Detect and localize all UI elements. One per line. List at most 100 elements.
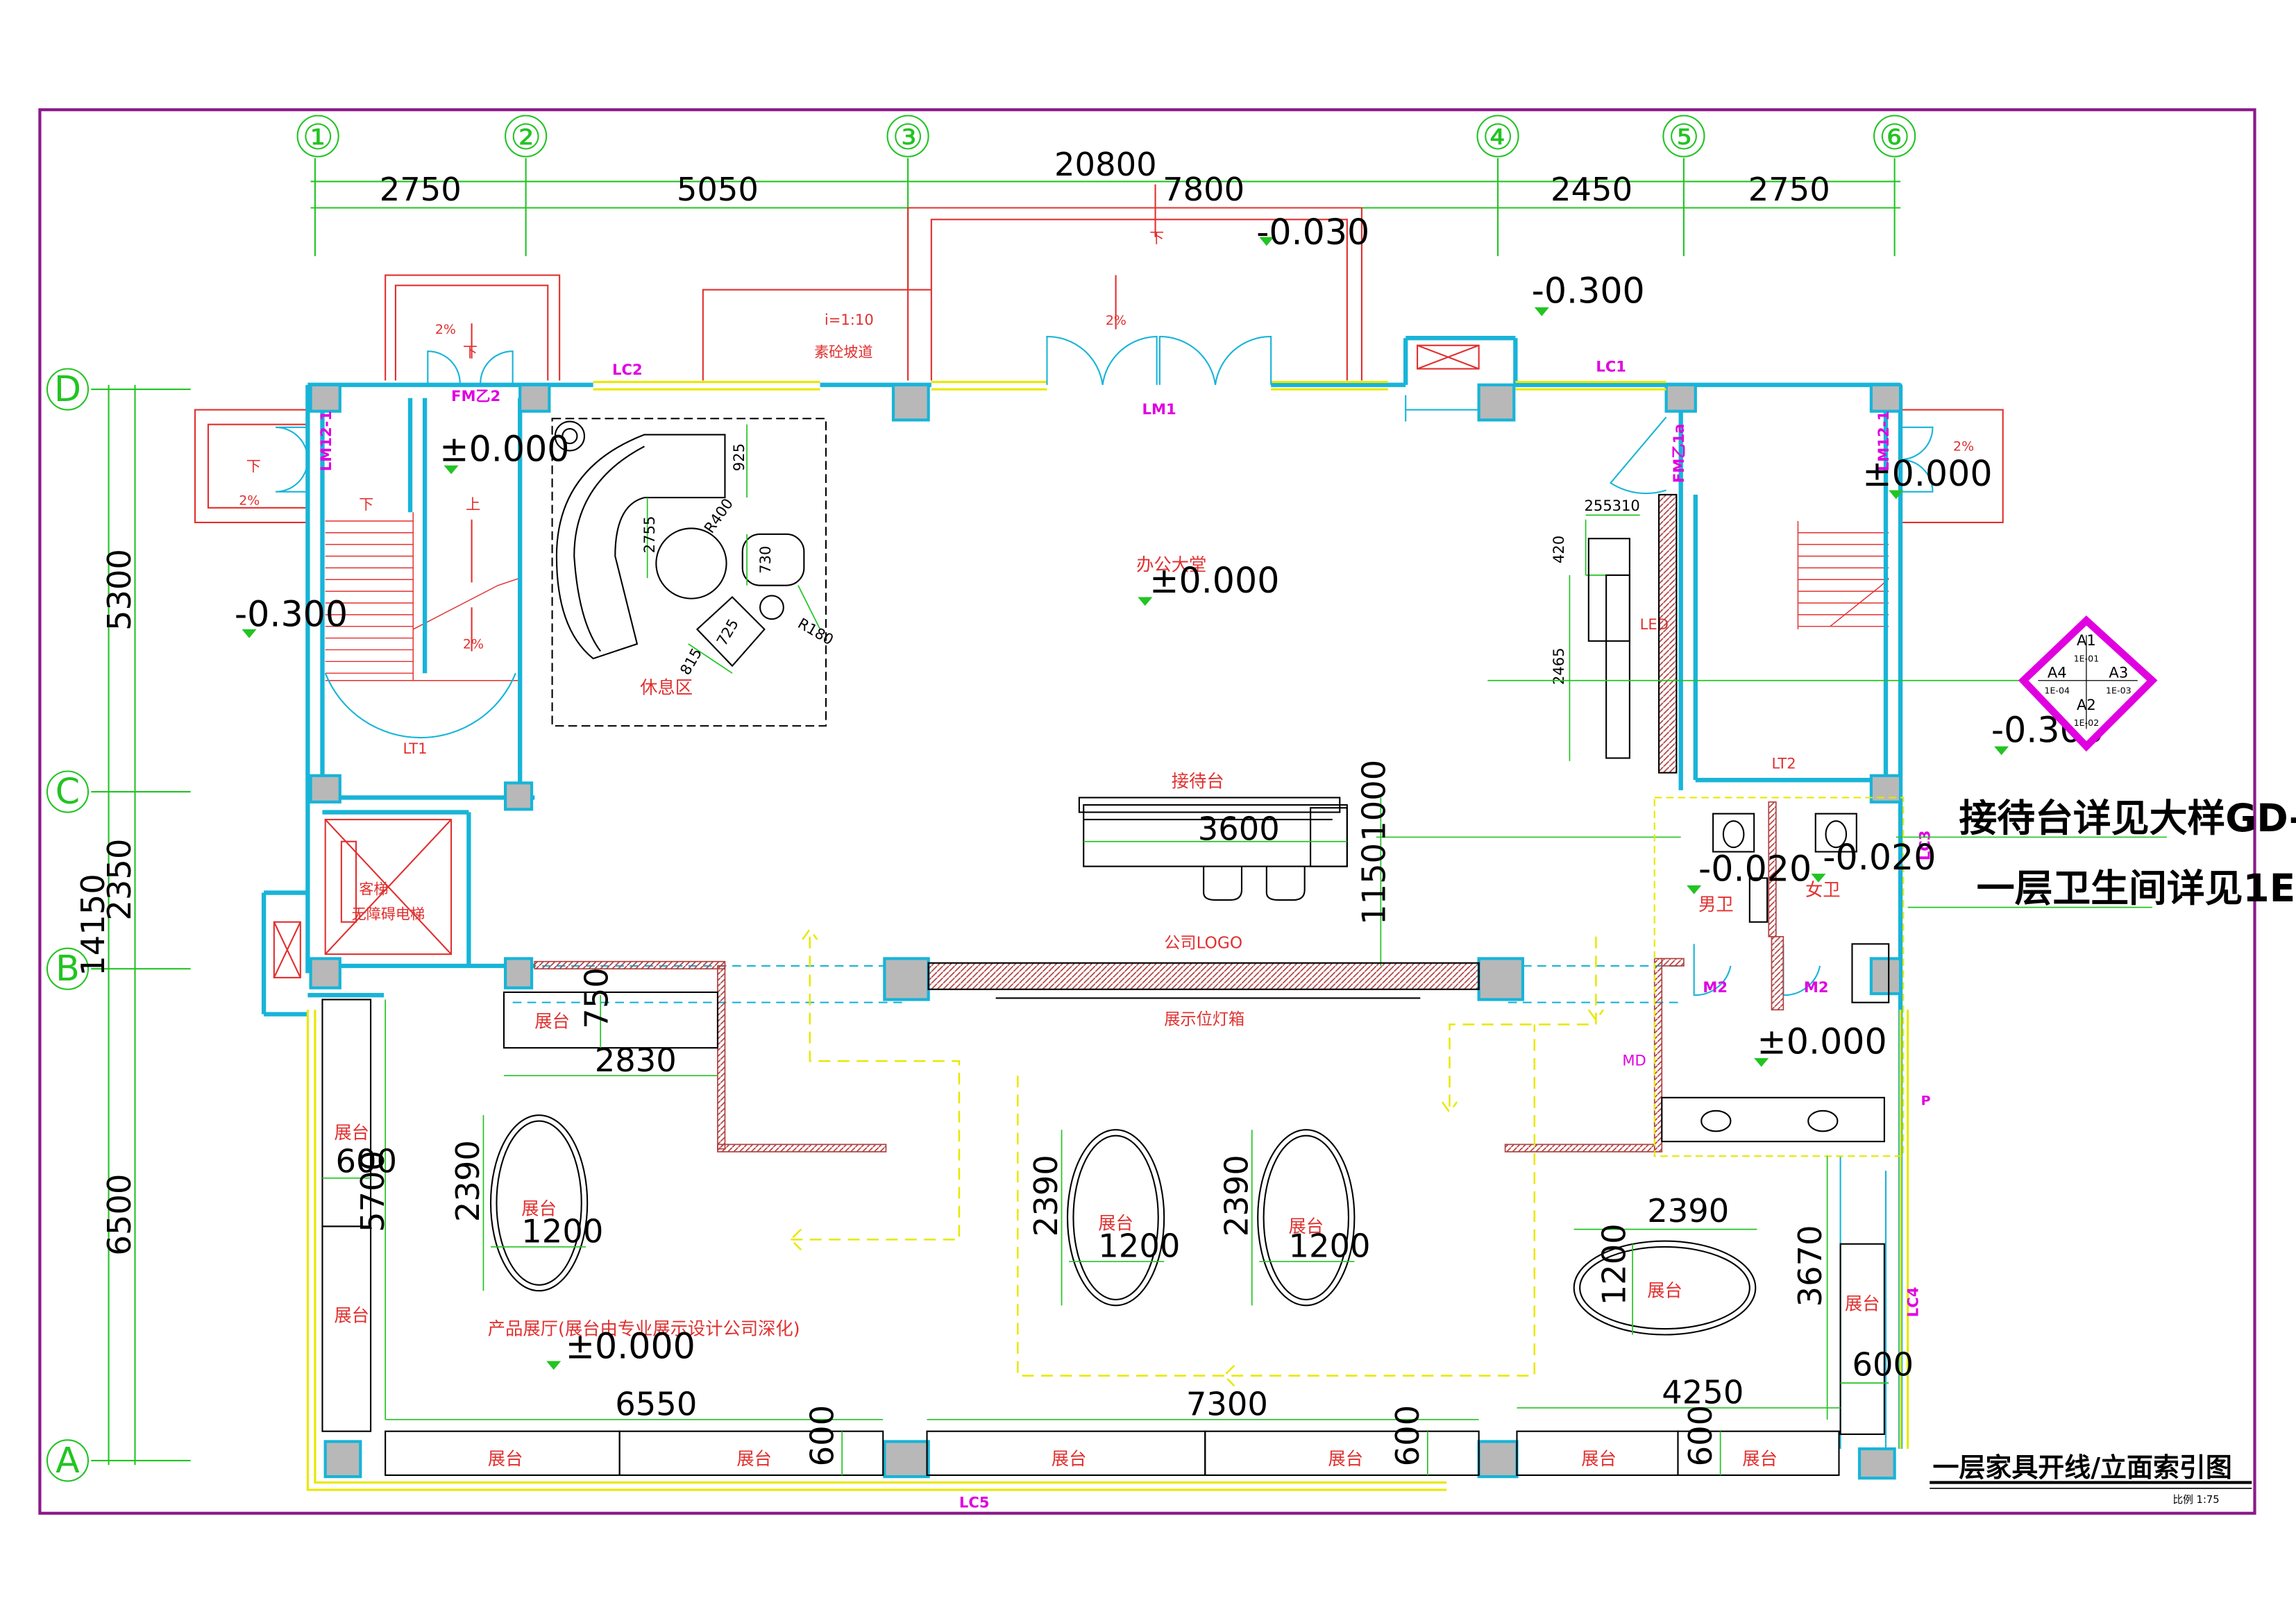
- lm12-right: LM12-1: [1875, 411, 1892, 471]
- lt2-label: LT2: [1771, 754, 1796, 772]
- dim-chair-815: 815: [676, 645, 705, 678]
- dim-desk-3600: 3600: [1198, 810, 1280, 848]
- axis-col-3: ③: [892, 117, 923, 158]
- lt1-label: LT1: [403, 740, 427, 757]
- md-label: MD: [1622, 1051, 1646, 1069]
- dim-bottom-600-a: 600: [804, 1405, 841, 1467]
- index-a3-ref: 1E-03: [2106, 686, 2132, 696]
- index-a4: A4: [2048, 664, 2067, 681]
- company-logo-label: 公司LOGO: [1164, 934, 1242, 953]
- display-13: 展台: [1581, 1449, 1617, 1469]
- axis-col-1: ①: [302, 117, 333, 158]
- lounge-area: [551, 418, 827, 727]
- elevation-markers: [242, 237, 2009, 1370]
- display-4: 展台: [521, 1199, 557, 1219]
- wall-panels: [1587, 493, 1678, 774]
- windows: [306, 380, 1909, 1491]
- logo-wall: [927, 962, 1480, 999]
- display-14: 展台: [1742, 1449, 1778, 1469]
- dim-right-1200: 1200: [1596, 1223, 1633, 1305]
- dim-wall-310: 310: [1612, 497, 1640, 514]
- display-12: 展台: [1328, 1449, 1363, 1469]
- elevator-line1: 客梯: [359, 881, 388, 898]
- dim-wall-420: 420: [1550, 536, 1567, 563]
- index-a3: A3: [2109, 664, 2128, 681]
- elev-6: ±0.000: [1862, 453, 1992, 494]
- lc3-label: LC3: [1916, 831, 1933, 861]
- elev-11: ±0.000: [566, 1325, 695, 1366]
- elev-9: -0.020: [1823, 837, 1936, 878]
- dim-oval1-1200: 1200: [521, 1213, 603, 1250]
- p-label: P: [1921, 1093, 1931, 1108]
- slope-5: 2%: [463, 636, 484, 652]
- axis-col-5: ⑤: [1668, 117, 1699, 158]
- index-a1-ref: 1E-01: [2074, 653, 2100, 663]
- axis-row-c: C: [56, 771, 80, 812]
- axis-row-a: A: [56, 1440, 80, 1481]
- dim-bottom-7300: 7300: [1186, 1386, 1268, 1423]
- dim-left-total: 14150: [74, 874, 112, 976]
- dim-right-2390: 2390: [1647, 1192, 1729, 1230]
- circulation-path: [789, 928, 1604, 1387]
- toilet-area: [1653, 797, 1905, 1157]
- dim-chair-725: 725: [713, 615, 742, 648]
- axis-col-2: ②: [510, 117, 541, 158]
- dim-oval3-2390: 2390: [1217, 1155, 1255, 1237]
- dim-desk-1150: 1150: [1356, 843, 1393, 925]
- dim-left-600: 600: [335, 1142, 397, 1180]
- stair-down-1: 下: [463, 343, 478, 361]
- reception-desk: [1078, 797, 1348, 901]
- partitions: [534, 801, 1784, 1153]
- lm12-left: LM12-1: [317, 411, 335, 471]
- elev-5: ±0.000: [1149, 560, 1279, 601]
- axis-col-6: ⑥: [1879, 117, 1910, 158]
- index-a2: A2: [2077, 696, 2096, 713]
- display-8: 展台: [1845, 1294, 1880, 1314]
- side-down-left: 下: [246, 457, 261, 475]
- display-11: 展台: [1052, 1449, 1087, 1469]
- lc4-label: LC4: [1904, 1287, 1921, 1318]
- elev-1: -0.030: [1256, 212, 1369, 253]
- lightbox-label: 展示位灯箱: [1164, 1010, 1244, 1028]
- walls: [261, 336, 1903, 1450]
- dim-left-seg-1: 5300: [101, 549, 138, 631]
- axis-col-4: ④: [1482, 117, 1513, 158]
- lc1-label: LC1: [1596, 358, 1626, 375]
- dim-top-seg-3: 7800: [1163, 171, 1244, 208]
- dim-top-seg-2: 5050: [677, 171, 759, 208]
- drawing-frame: [38, 108, 2256, 1515]
- dim-top-seg-4: 2450: [1551, 171, 1632, 208]
- drawing-scale: 比例 1:75: [2172, 1494, 2219, 1506]
- elevation-index-symbol: [2018, 615, 2158, 752]
- lc5-label: LC5: [959, 1493, 990, 1511]
- dim-oval2-1200: 1200: [1098, 1227, 1180, 1265]
- elev-2: -0.300: [1532, 271, 1645, 312]
- elevator-line2: 无障碍电梯: [352, 906, 425, 923]
- reception-detail-note: 接待台详见大样GD-11/B3: [1959, 796, 2296, 840]
- toilet-detail-note: 一层卫生间详见1E-06: [1977, 866, 2296, 910]
- lounge-label: 休息区: [640, 678, 693, 698]
- dim-top-seg-5: 2750: [1748, 171, 1830, 208]
- display-9: 展台: [488, 1449, 523, 1469]
- canopy-down: 下: [1149, 229, 1164, 246]
- m2-b: M2: [1804, 978, 1829, 996]
- elev-8: -0.020: [1698, 849, 1812, 890]
- title-block: [1930, 1481, 2252, 1489]
- dim-bottom-600-c: 600: [1682, 1405, 1719, 1467]
- dim-sofa-925: 925: [730, 443, 748, 471]
- display-tables: [321, 991, 1885, 1477]
- columns: [309, 383, 1902, 1480]
- index-a4-ref: 1E-04: [2044, 686, 2070, 696]
- ramp-label: 素砼坡道: [814, 343, 872, 361]
- slope-3: 2%: [239, 493, 260, 509]
- mens-label: 男卫: [1698, 894, 1734, 915]
- lc2-label: LC2: [612, 361, 643, 378]
- hall-label: 产品展厅(展台由专业展示设计公司深化): [488, 1319, 800, 1339]
- dim-top-seg-1: 2750: [380, 171, 462, 208]
- dim-chair-730: 730: [757, 546, 774, 574]
- dim-sofa-r400: R400: [700, 495, 736, 536]
- stair-down-2: 下: [359, 495, 373, 513]
- m2-a: M2: [1703, 978, 1728, 996]
- desk-dims: [1083, 679, 2167, 967]
- dim-oval1-2390: 2390: [449, 1140, 487, 1222]
